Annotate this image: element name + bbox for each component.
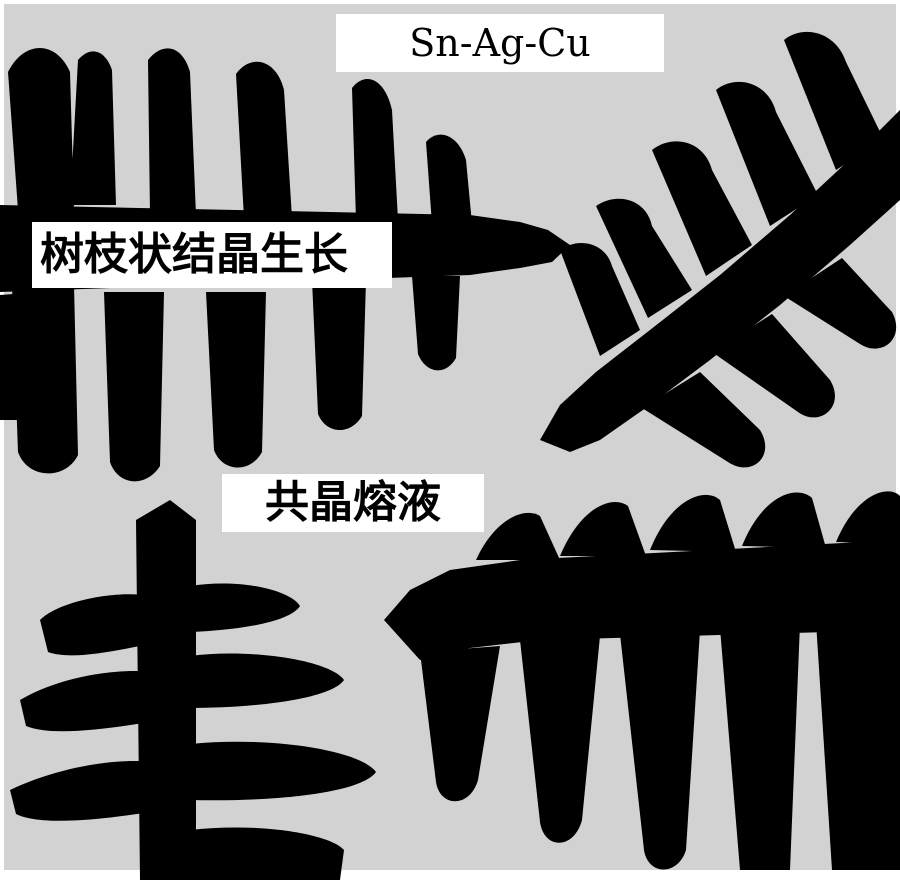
dendrite-lower-right: [384, 491, 900, 870]
eutectic-melt-label: 共晶熔液: [222, 474, 484, 532]
dendrite-growth-label: 树枝状结晶生长: [32, 222, 392, 288]
dendrite-upper-right: [540, 31, 900, 468]
alloy-label: Sn-Ag-Cu: [336, 14, 664, 72]
dendrite-lower-left: [10, 500, 376, 880]
